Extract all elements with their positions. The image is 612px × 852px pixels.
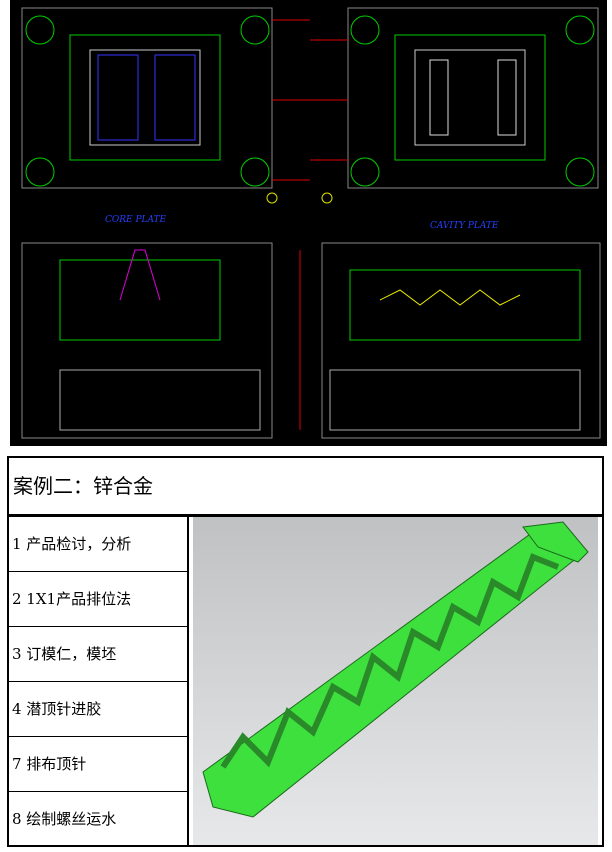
step-item: 2 1X1产品排位法 bbox=[9, 572, 189, 627]
step-item: 7 排布顶针 bbox=[9, 737, 189, 792]
cad-svg: CORE PLATE CAVITY PLATE bbox=[21, 7, 601, 439]
step-item: 1 产品检讨，分析 bbox=[9, 517, 189, 572]
cavity-plate-outline bbox=[347, 7, 599, 189]
step-item: 4 潜顶针进胶 bbox=[9, 682, 189, 737]
case-table: 案例二：锌合金 1 产品检讨，分析 2 1X1产品排位法 3 订模仁，模坯 4 … bbox=[7, 456, 604, 847]
cavity-plate-label: CAVITY PLATE bbox=[430, 221, 499, 231]
core-plate-label: CORE PLATE bbox=[105, 215, 167, 225]
step-item: 8 绘制螺丝运水 bbox=[9, 792, 189, 847]
case-title: 案例二：锌合金 bbox=[9, 458, 602, 517]
mold-cad-drawing: CORE PLATE CAVITY PLATE bbox=[10, 0, 607, 446]
zinc-part-render bbox=[193, 517, 598, 845]
cavity-section bbox=[321, 242, 601, 439]
core-plate-outline bbox=[21, 7, 273, 189]
part-3d-model bbox=[202, 521, 589, 818]
core-section bbox=[21, 242, 273, 439]
step-item: 3 订模仁，模坯 bbox=[9, 627, 189, 682]
